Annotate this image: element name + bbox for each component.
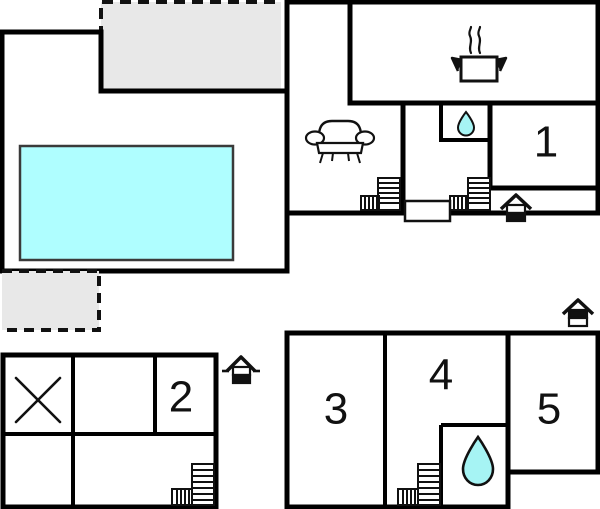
- kitchen-stove-icon: [450, 25, 508, 83]
- stairs-treads-upper: [418, 469, 440, 501]
- entrance-door-top-half: [231, 365, 252, 377]
- living-block-outline: [284, 0, 600, 216]
- stairs-treads-upper: [192, 469, 214, 501]
- bathroom-niche-wall: [439, 103, 490, 142]
- terrace-lower-dashed-edge: [2, 269, 101, 332]
- kitchen-room-wall: [347, 2, 598, 106]
- entrance-door-top-half: [567, 308, 589, 320]
- sofa-armrest-left: [304, 130, 326, 146]
- water-drop-icon: [461, 434, 495, 487]
- stairs-living-right: [449, 177, 491, 211]
- entrance-door-top-half: [505, 203, 527, 215]
- lower-right-block: 3 4 5: [284, 298, 600, 509]
- steam-wisp-right: [477, 25, 482, 55]
- steam-wisp-left: [468, 25, 473, 55]
- swimming-pool: [18, 144, 235, 262]
- lower-left-outline: [0, 352, 219, 509]
- stairs-treads-upper: [468, 182, 490, 204]
- sofa-armrest-right: [354, 130, 376, 146]
- upper-left-outdoor-block: [0, 0, 290, 332]
- sofa-legs: [319, 152, 361, 164]
- stairs-treads-lower: [402, 489, 416, 505]
- pot-body: [459, 55, 499, 83]
- stairs-room-2: [171, 463, 215, 506]
- living-sofa-icon: [304, 119, 376, 164]
- room-number-1: 1: [534, 118, 558, 167]
- cross-icon: [14, 376, 62, 424]
- entrance-door-lower: [561, 298, 595, 328]
- stairs-treads-lower: [453, 196, 467, 210]
- bathroom-drop-upper: [456, 110, 476, 137]
- water-drop-icon: [456, 110, 476, 137]
- entrance-door-upper: [499, 193, 533, 223]
- bathroom-drop-lower: [461, 434, 495, 487]
- stairs-living-left: [360, 177, 401, 211]
- terrace-upper: [101, 2, 281, 91]
- entrance-door-bottom-half: [231, 373, 252, 385]
- stairs-treads-lower: [364, 196, 378, 210]
- sofa-seat: [315, 141, 365, 155]
- stairs-treads-upper: [378, 182, 400, 204]
- terrace-lower: [2, 271, 99, 330]
- stairs-room-4: [397, 463, 441, 506]
- entrance-door-left: [222, 355, 260, 385]
- lower-left-block: 2: [0, 352, 260, 509]
- room-number-4: 4: [429, 351, 453, 400]
- no-access-marker: [14, 376, 62, 424]
- room-number-3: 3: [324, 385, 348, 434]
- terrace-upper-dashed-edge: [99, 0, 281, 91]
- room-number-2: 2: [169, 373, 193, 422]
- entrance-door-bottom-half: [567, 316, 589, 328]
- stairs-treads-lower: [176, 489, 190, 505]
- entrance-door-bottom-half: [505, 211, 527, 223]
- room-number-5: 5: [537, 385, 561, 434]
- stair-landing: [403, 199, 452, 223]
- upper-right-living-block: 1: [284, 0, 600, 223]
